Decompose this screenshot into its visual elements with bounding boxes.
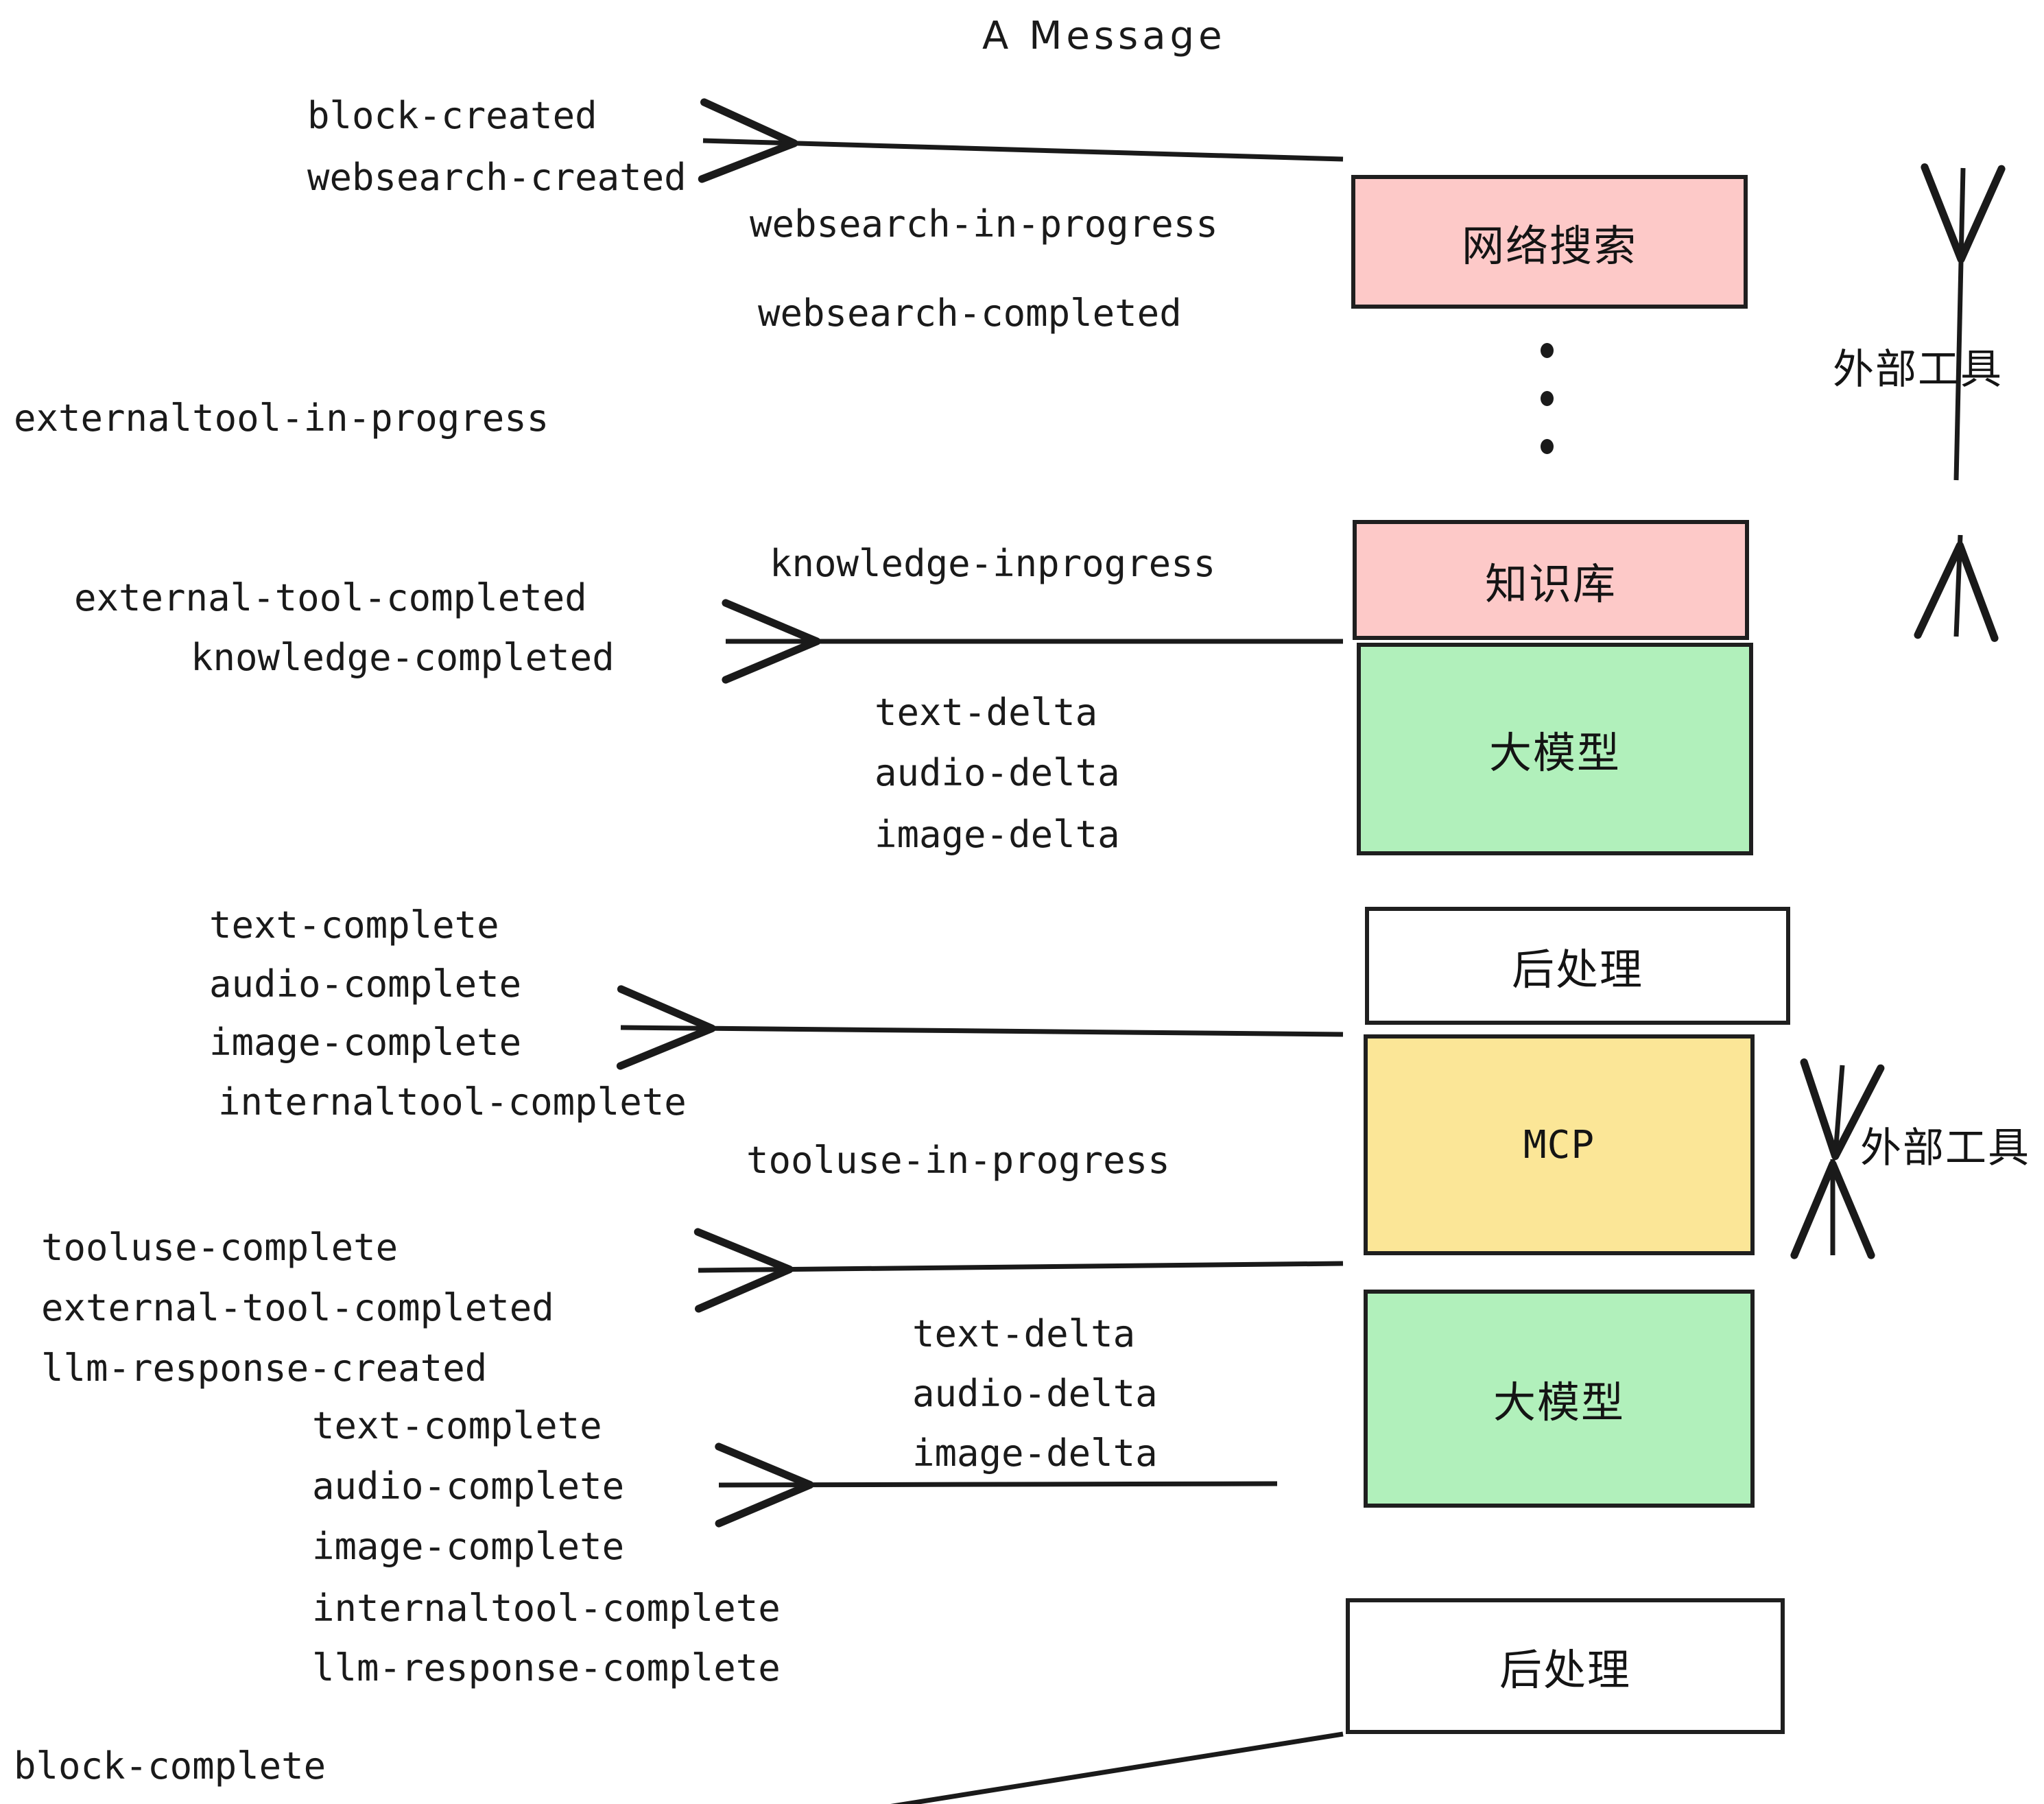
diagram-title: A Message (982, 14, 1226, 58)
arrow-postprocess-to-block-complete (890, 1731, 1344, 1804)
event-block-complete: block-complete (14, 1744, 326, 1788)
node-knowledge-label: 知识库 (1484, 558, 1617, 609)
arrow-llm-to-image-complete (616, 985, 1344, 1070)
event-websearch-completed: websearch-completed (758, 292, 1182, 335)
event-websearch-in-progress: websearch-in-progress (750, 202, 1218, 246)
external-tools-down-arrow-top (1914, 534, 1999, 642)
node-websearch-label: 网络搜索 (1461, 220, 1637, 271)
node-postprocess-1-label: 后处理 (1511, 945, 1643, 995)
node-llm-2[interactable]: 大模型 (1364, 1290, 1755, 1508)
node-mcp[interactable]: MCP (1364, 1034, 1755, 1255)
event-knowledge-inprogress: knowledge-inprogress (770, 542, 1216, 585)
event-image-delta-2: image-delta (912, 1432, 1158, 1475)
event-tooluse-complete: tooluse-complete (41, 1226, 399, 1269)
event-llm-response-created: llm-response-created (41, 1346, 488, 1390)
external-tools-up-arrow-bottom (1800, 1058, 1885, 1161)
event-image-delta-1: image-delta (875, 813, 1120, 856)
event-externaltool-in-progress: externaltool-in-progress (14, 396, 549, 440)
event-internaltool-complete-1: internaltool-complete (218, 1080, 687, 1124)
node-llm-2-label: 大模型 (1493, 1377, 1625, 1427)
node-knowledge[interactable]: 知识库 (1353, 520, 1749, 640)
event-text-delta-1: text-delta (875, 691, 1098, 734)
event-block-created: block-created (307, 94, 597, 137)
arrow-llm2-to-audio-complete (715, 1443, 1278, 1528)
event-image-complete-1: image-complete (209, 1021, 522, 1064)
event-text-complete-2: text-complete (312, 1404, 602, 1447)
node-websearch[interactable]: 网络搜索 (1351, 175, 1748, 309)
external-tools-up-arrow-top (1921, 163, 2006, 481)
dot-1 (1541, 343, 1554, 358)
node-postprocess-2[interactable]: 后处理 (1346, 1598, 1785, 1734)
dot-2 (1541, 391, 1554, 406)
event-knowledge-completed: knowledge-completed (191, 636, 615, 679)
event-internaltool-complete-2: internaltool-complete (312, 1587, 781, 1630)
event-websearch-created: websearch-created (307, 156, 687, 199)
event-image-complete-2: image-complete (312, 1525, 625, 1568)
node-llm-1[interactable]: 大模型 (1357, 643, 1753, 855)
event-audio-delta-2: audio-delta (912, 1372, 1158, 1415)
node-llm-1-label: 大模型 (1488, 728, 1621, 778)
event-audio-complete-2: audio-complete (312, 1464, 625, 1508)
event-audio-complete-1: audio-complete (209, 962, 522, 1006)
event-audio-delta-1: audio-delta (875, 751, 1120, 794)
node-postprocess-1[interactable]: 后处理 (1365, 907, 1790, 1025)
ellipsis-dots (1541, 343, 1554, 487)
node-postprocess-2-label: 后处理 (1499, 1645, 1631, 1695)
event-text-complete-1: text-complete (209, 903, 499, 947)
node-mcp-label: MCP (1523, 1122, 1595, 1167)
dot-3 (1541, 439, 1554, 454)
arrow-mcp-to-tooluse-complete (693, 1228, 1344, 1313)
arrow-websearch-to-block-created (698, 98, 1344, 183)
event-external-tool-completed-1: external-tool-completed (74, 576, 587, 619)
event-llm-response-complete: llm-response-complete (312, 1646, 781, 1689)
side-label-external-tools-top: 外部工具 (1833, 346, 2003, 394)
event-tooluse-in-progress: tooluse-in-progress (746, 1139, 1170, 1182)
event-text-delta-2: text-delta (912, 1312, 1136, 1355)
side-label-external-tools-bottom: 外部工具 (1860, 1124, 2030, 1172)
event-external-tool-completed-2: external-tool-completed (41, 1286, 554, 1329)
